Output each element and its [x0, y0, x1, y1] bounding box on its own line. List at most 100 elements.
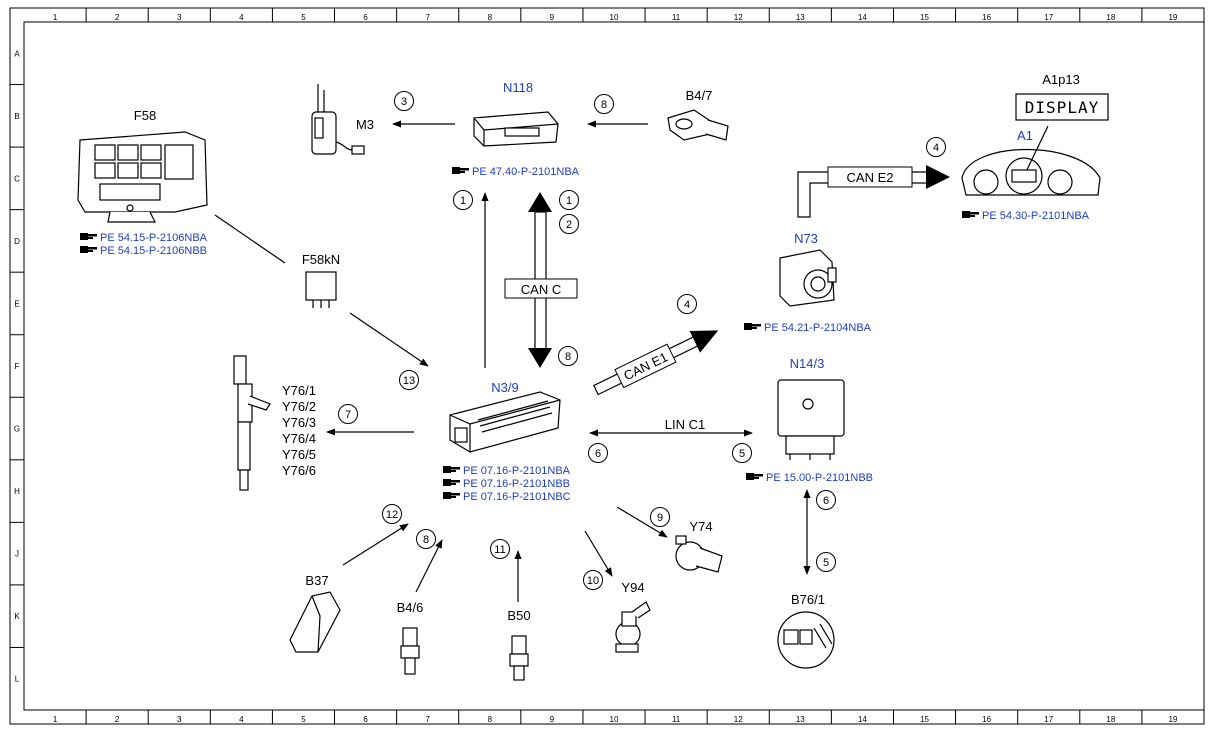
a1-label: A1 — [1017, 128, 1033, 143]
signal-number: 9 — [650, 507, 670, 527]
column-number: 1 — [53, 715, 58, 724]
y76-label-1: Y76/1 — [282, 383, 316, 398]
n73-label: N73 — [794, 231, 818, 246]
reference-text: PE 54.21-P-2104NBA — [764, 322, 872, 334]
column-number: 17 — [1044, 13, 1053, 22]
svg-text:1: 1 — [566, 195, 572, 207]
svg-text:7: 7 — [345, 409, 351, 421]
signal-number: 6 — [588, 443, 608, 463]
pressure-sensor-icon — [667, 109, 729, 141]
column-number: 13 — [796, 715, 805, 724]
can-e2-bus: CAN E2 — [797, 165, 950, 218]
pointing-hand-icon — [443, 479, 460, 486]
fuel-injector-icon — [233, 355, 271, 491]
column-number: 3 — [177, 13, 182, 22]
reference-text: PE 47.40-P-2101NBA — [472, 166, 580, 178]
reference-text: PE 54.15-P-2106NBB — [100, 245, 207, 257]
column-number: 12 — [734, 13, 743, 22]
column-number: 6 — [363, 13, 368, 22]
svg-text:8: 8 — [565, 351, 571, 363]
reference-link[interactable]: PE 54.15-P-2106NBB — [80, 245, 207, 257]
reference-link[interactable]: PE 54.15-P-2106NBA — [80, 232, 208, 244]
b50-label: B50 — [507, 608, 530, 623]
signal-number: 1 — [559, 190, 579, 210]
signal-number: 7 — [338, 404, 358, 424]
fuse-relay-box-icon — [77, 131, 208, 223]
reference-link[interactable]: PE 47.40-P-2101NBA — [452, 166, 580, 178]
signal-number: 5 — [816, 552, 836, 572]
column-number: 14 — [858, 13, 867, 22]
pointing-hand-icon — [452, 167, 469, 174]
quantity-control-valve-icon — [615, 601, 651, 653]
row-letter: J — [15, 550, 19, 559]
can-c-bus: CAN C — [504, 192, 578, 368]
n3-9-label: N3/9 — [491, 380, 518, 395]
fuel-temperature-sensor-icon — [509, 635, 529, 681]
svg-text:5: 5 — [739, 448, 745, 460]
display-icon: DISPLAY — [1015, 93, 1109, 121]
pointing-hand-icon — [80, 246, 97, 253]
svg-text:5: 5 — [823, 557, 829, 569]
signal-number: 1 — [453, 190, 473, 210]
column-number: 16 — [982, 13, 991, 22]
relay-icon — [305, 271, 337, 308]
reference-link[interactable]: PE 07.16-P-2101NBA — [443, 465, 571, 477]
svg-text:4: 4 — [684, 299, 690, 311]
column-number: 14 — [858, 715, 867, 724]
column-number: 7 — [425, 13, 430, 22]
reference-link[interactable]: PE 54.21-P-2104NBA — [744, 322, 872, 334]
svg-text:12: 12 — [386, 509, 398, 521]
signal-number: 8 — [416, 529, 436, 549]
row-letter: H — [14, 487, 20, 496]
column-number: 8 — [488, 13, 493, 22]
fuel-level-sensor-icon — [777, 611, 835, 669]
pointing-hand-icon — [744, 323, 761, 330]
pressure-regulator-valve-icon — [675, 535, 723, 573]
column-number: 19 — [1168, 715, 1177, 724]
signal-number: 4 — [677, 294, 697, 314]
signal-number: 13 — [399, 370, 419, 390]
svg-text:11: 11 — [494, 544, 505, 556]
y74-label: Y74 — [689, 519, 712, 534]
reference-link[interactable]: PE 54.30-P-2101NBA — [962, 210, 1090, 222]
drawing-frame — [9, 7, 1205, 725]
signal-number: 8 — [558, 346, 578, 366]
column-number: 2 — [115, 715, 120, 724]
y76-label-3: Y76/3 — [282, 415, 316, 430]
pointing-hand-icon — [962, 211, 979, 218]
column-number: 1 — [53, 13, 58, 22]
svg-text:1: 1 — [460, 195, 466, 207]
m3-label: M3 — [356, 117, 374, 132]
n118-label: N118 — [503, 80, 533, 95]
column-number: 5 — [301, 715, 306, 724]
column-number: 15 — [920, 13, 929, 22]
n14-3-label: N14/3 — [790, 356, 825, 371]
f58kn-label: F58kN — [302, 252, 340, 267]
b76-1-label: B76/1 — [791, 592, 825, 607]
row-letter: A — [14, 49, 20, 58]
column-number: 16 — [982, 715, 991, 724]
reference-link[interactable]: PE 07.16-P-2101NBC — [443, 491, 571, 503]
reference-link[interactable]: PE 15.00-P-2101NBB — [746, 472, 873, 484]
fuel-pump-control-unit-icon — [473, 111, 559, 147]
reference-link[interactable]: PE 07.16-P-2101NBB — [443, 478, 570, 490]
signal-number: 12 — [382, 504, 402, 524]
svg-text:8: 8 — [601, 99, 607, 111]
signal-number: 2 — [559, 214, 579, 234]
svg-text:6: 6 — [823, 495, 829, 507]
signal-number: 5 — [732, 443, 752, 463]
reference-text: PE 54.15-P-2106NBA — [100, 232, 208, 244]
svg-text:3: 3 — [401, 96, 407, 108]
column-number: 17 — [1044, 715, 1053, 724]
instrument-cluster-icon — [961, 125, 1101, 196]
column-number: 4 — [239, 13, 244, 22]
row-letter: F — [15, 362, 20, 371]
column-number: 18 — [1106, 13, 1115, 22]
pointing-hand-icon — [80, 233, 97, 240]
column-number: 10 — [610, 13, 619, 22]
svg-text:13: 13 — [403, 375, 415, 387]
ignition-switch-icon — [779, 249, 837, 307]
column-number: 15 — [920, 715, 929, 724]
b37-label: B37 — [305, 573, 328, 588]
column-number: 18 — [1106, 715, 1115, 724]
